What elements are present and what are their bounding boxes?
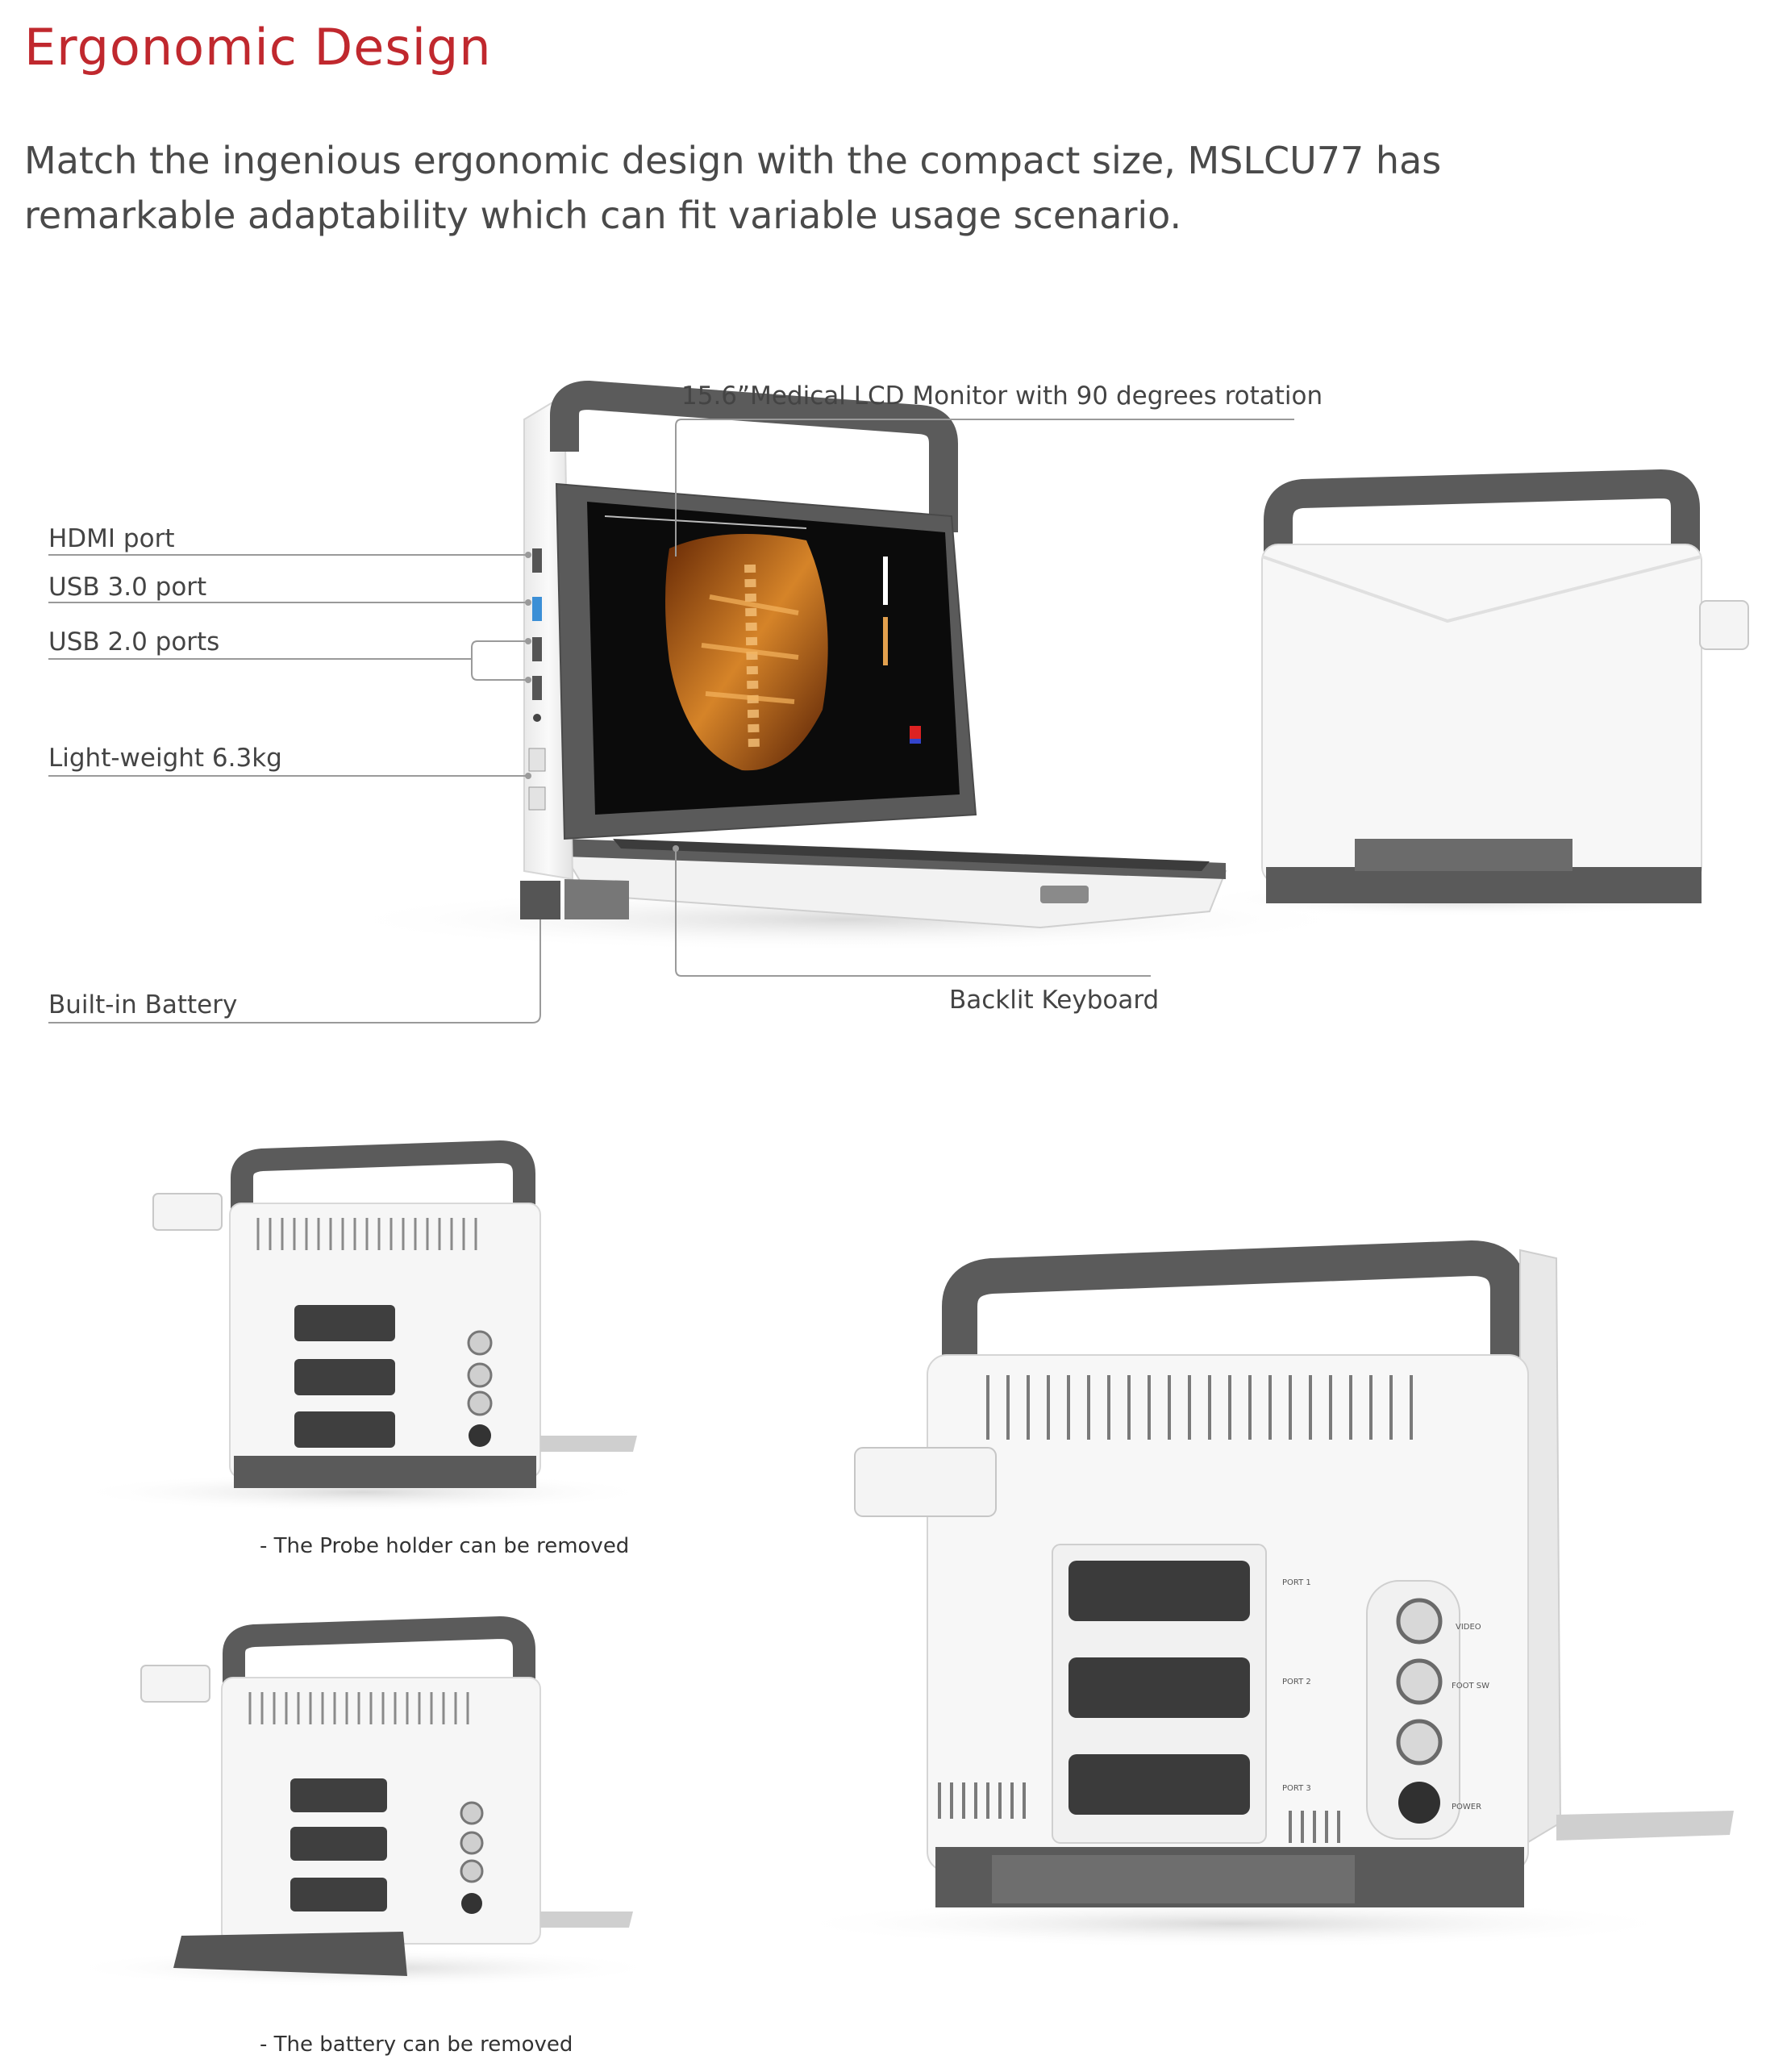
callout-hdmi: HDMI port xyxy=(48,524,175,553)
callout-keyboard: Backlit Keyboard xyxy=(949,986,1160,1015)
device-rear-large xyxy=(782,1240,1734,1948)
device-rear-small-2 xyxy=(65,1616,661,1987)
video-label: VIDEO xyxy=(1456,1623,1481,1632)
power-label: POWER xyxy=(1452,1803,1481,1811)
callout-usb3: USB 3.0 port xyxy=(48,573,207,602)
main-device-front xyxy=(331,381,1363,952)
port3-label: PORT 3 xyxy=(1282,1784,1311,1793)
device-back-view xyxy=(1193,469,1749,917)
caption-probe-holder: - The Probe holder can be removed xyxy=(260,1534,630,1558)
footsw-label: FOOT SW xyxy=(1452,1682,1489,1691)
callout-usb2: USB 2.0 ports xyxy=(48,627,220,657)
callout-weight: Light-weight 6.3kg xyxy=(48,744,282,773)
port1-label: PORT 1 xyxy=(1282,1578,1311,1587)
page-title: Ergonomic Design xyxy=(24,18,492,77)
device-rear-small-1 xyxy=(73,1140,653,1511)
callout-monitor: 15.6”Medical LCD Monitor with 90 degrees… xyxy=(681,381,1323,411)
callout-leader-lines xyxy=(48,419,1294,1023)
intro-paragraph: Match the ingenious ergonomic design wit… xyxy=(24,139,1442,237)
caption-battery-removed: - The battery can be removed xyxy=(260,2032,573,2057)
callout-battery: Built-in Battery xyxy=(48,990,238,1019)
port2-label: PORT 2 xyxy=(1282,1678,1311,1686)
